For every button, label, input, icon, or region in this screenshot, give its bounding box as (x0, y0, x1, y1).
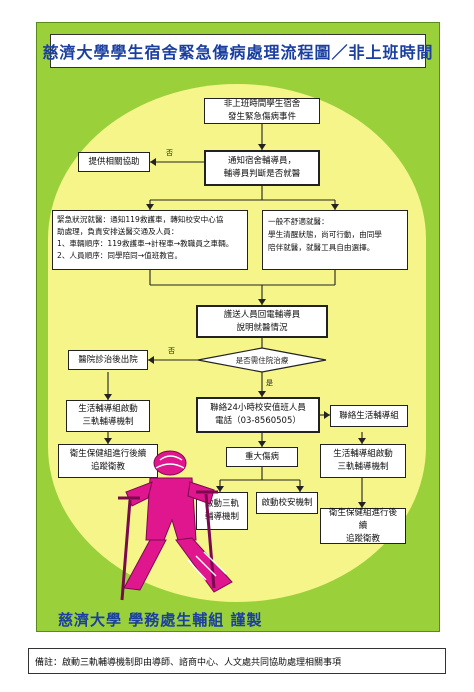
node-three-track-line1: 啟動三軌 (204, 499, 239, 509)
node-serious: 重大傷病 (226, 447, 298, 467)
label-yes-1: 是 (266, 379, 273, 387)
node-call-duty-line2: 電話（03-8560505） (215, 416, 301, 426)
node-assist-text: 提供相關協助 (88, 156, 140, 167)
node-report-line1: 護送人員回電輔導員 (223, 309, 301, 320)
node-campus-safety-text: 啟動校安機制 (261, 497, 313, 508)
node-serious-text: 重大傷病 (244, 451, 279, 462)
node-campus-safety: 啟動校安機制 (256, 492, 318, 514)
node-health-follow-2-line1: 衛生保健組進行後續 (328, 507, 397, 531)
hospital-decision-diamond (197, 347, 327, 373)
node-health-follow: 衛生保健組進行後續 追蹤衛教 (58, 444, 158, 478)
node-contact-life: 聯絡生活輔導組 (330, 405, 408, 427)
node-health-follow-2-line2: 追蹤衛教 (345, 533, 380, 544)
node-life-start-2-line2: 三軌輔導機制 (337, 462, 389, 472)
node-emergency-line3: 1、車輛順序：119救護車→計程車→教職員之車輛。 (57, 239, 234, 248)
node-start-line2: 發生緊急傷病事件 (227, 112, 296, 122)
node-three-track: 啟動三軌 輔導機制 (196, 492, 248, 530)
node-emergency-line4: 2、人員順序：同學陪同→值班教官。 (57, 251, 183, 260)
node-discharge-text: 醫院診治後出院 (78, 354, 138, 365)
node-notify: 通知宿舍輔導員， 輔導員判斷是否就醫 (204, 150, 320, 186)
label-no-1: 否 (166, 149, 173, 157)
node-call-duty: 聯絡24小時校安值班人員 電話（03-8560505） (196, 397, 320, 433)
node-call-duty-line1: 聯絡24小時校安值班人員 (210, 403, 306, 413)
node-life-start-2: 生活輔導組啟動 三軌輔導機制 (320, 444, 406, 478)
node-emergency: 緊急狀況就醫：通知119救護車，轉知校安中心協 助處理，負責安排送醫交通及人員：… (52, 210, 248, 270)
node-health-follow-line1: 衛生保健組進行後續 (69, 449, 147, 459)
node-contact-life-text: 聯絡生活輔導組 (339, 410, 399, 421)
node-report-line2: 說明就醫情況 (236, 322, 288, 333)
hospital-decision-text: 是否需住院治療 (235, 356, 289, 365)
node-start: 非上班時間學生宿舍 發生緊急傷病事件 (204, 98, 320, 124)
node-three-track-line2: 輔導機制 (204, 512, 239, 522)
node-notify-line1: 通知宿舍輔導員， (227, 156, 296, 166)
node-health-follow-line2: 追蹤衛教 (90, 462, 125, 472)
node-life-start-line1: 生活輔導組啟動 (78, 404, 138, 414)
node-life-start-line2: 三軌輔導機制 (82, 417, 134, 427)
node-nonurgent-line1: 一般不舒適就醫： (268, 217, 329, 226)
page-title: 慈濟大學學生宿舍緊急傷病處理流程圖／非上班時間 (42, 43, 434, 62)
node-life-start: 生活輔導組啟動 三軌輔導機制 (66, 400, 150, 432)
title-bar: 慈濟大學學生宿舍緊急傷病處理流程圖／非上班時間 (43, 34, 433, 68)
node-emergency-line2: 助處理，負責安排送醫交通及人員： (57, 227, 179, 236)
node-nonurgent: 一般不舒適就醫： 學生清醒狀態，尚可行動，由同學 陪伴就醫，就醫工具自由選擇。 (262, 210, 408, 270)
footer-title: 慈濟大學 學務處生輔組 謹製 (58, 611, 263, 629)
label-no-2: 否 (168, 347, 175, 355)
node-nonurgent-line2: 學生清醒狀態，尚可行動，由同學 (268, 230, 382, 239)
node-report: 護送人員回電輔導員 說明就醫情況 (196, 305, 328, 338)
footer-note: 備註：啟動三軌輔導機制即由導師、諮商中心、人文處共同協助處理相關事項 (28, 648, 446, 674)
node-discharge: 醫院診治後出院 (68, 350, 148, 370)
node-emergency-line1: 緊急狀況就醫：通知119救護車，轉知校安中心協 (57, 215, 224, 224)
node-life-start-2-line1: 生活輔導組啟動 (333, 449, 393, 459)
node-health-follow-2: 衛生保健組進行後續 追蹤衛教 (320, 508, 406, 544)
node-start-line1: 非上班時間學生宿舍 (223, 99, 301, 109)
node-notify-line2: 輔導員判斷是否就醫 (223, 169, 301, 179)
node-nonurgent-line3: 陪伴就醫，就醫工具自由選擇。 (268, 243, 375, 252)
node-assist: 提供相關協助 (78, 152, 150, 172)
